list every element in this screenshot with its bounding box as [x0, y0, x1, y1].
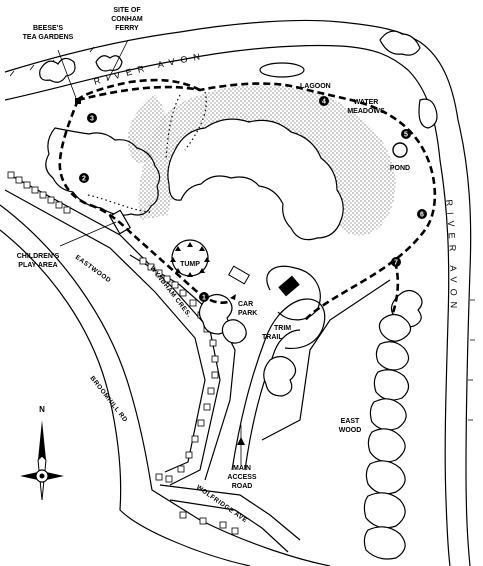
svg-text:ACCESS: ACCESS [227, 474, 257, 481]
lagoon [259, 62, 305, 78]
label-main-access: MAIN ACCESS ROAD [227, 465, 257, 490]
svg-text:MAIN: MAIN [233, 465, 251, 472]
dotted-footpath [87, 91, 207, 213]
waypoint-1[interactable]: 1 [199, 292, 209, 302]
svg-text:CAR: CAR [238, 301, 253, 308]
svg-text:CHILDREN'S: CHILDREN'S [17, 253, 60, 260]
svg-text:4: 4 [322, 99, 326, 106]
wolfridge-ave [159, 484, 301, 541]
broomhill-road-edge-outer [0, 204, 331, 566]
svg-text:2: 2 [82, 176, 86, 183]
svg-text:BEESE'S: BEESE'S [33, 25, 63, 32]
waypoint-2[interactable]: 2 [79, 173, 89, 183]
label-trim-trail: TRIM TRAIL [262, 325, 291, 341]
beeses-marker [75, 98, 81, 104]
park-boundary [261, 279, 391, 441]
svg-text:3: 3 [90, 116, 94, 123]
access-arrow [237, 437, 245, 445]
car-park-bay [278, 275, 300, 297]
carpark-trees-2 [221, 319, 247, 344]
svg-text:N: N [39, 405, 45, 414]
broomhill-road-edge-inner [0, 229, 251, 566]
svg-text:WATER: WATER [354, 99, 379, 106]
main-access-road [231, 298, 326, 471]
north-arrow: N [20, 405, 64, 501]
road-broomhill: BROOMHILL RD [88, 375, 128, 424]
river-label-side: RIVER AVON [444, 199, 459, 314]
svg-text:7: 7 [394, 260, 398, 267]
svg-text:5: 5 [404, 132, 408, 139]
svg-text:EAST: EAST [341, 418, 360, 425]
riverside-trees [39, 30, 438, 129]
svg-text:PARK: PARK [238, 310, 257, 317]
main-access-road-inner [244, 329, 301, 471]
road-eastwood: EASTWOOD [74, 254, 112, 285]
label-childrens-play: CHILDREN'S PLAY AREA [17, 253, 60, 269]
svg-text:SITE OF: SITE OF [113, 7, 141, 14]
svg-text:FERRY: FERRY [115, 25, 139, 32]
eastwood-road-inner [4, 189, 206, 473]
pond [392, 142, 408, 158]
trim-trail-loop [266, 265, 321, 321]
trim-trail-trees [263, 355, 297, 397]
east-wood-trees [363, 289, 423, 560]
svg-text:PLAY AREA: PLAY AREA [18, 262, 57, 269]
river-bank-north [4, 19, 472, 566]
svg-text:1: 1 [202, 295, 206, 302]
waypoint-4[interactable]: 4 [319, 96, 329, 106]
label-car-park: CAR PARK [238, 301, 257, 317]
central-wood-arc [167, 118, 344, 241]
small-copse [128, 95, 167, 164]
svg-text:ROAD: ROAD [232, 483, 253, 490]
label-ferry: SITE OF CONHAM FERRY [111, 7, 143, 32]
waypoint-3[interactable]: 3 [87, 113, 97, 123]
housing-blocks [7, 171, 239, 535]
svg-text:MEADOWS: MEADOWS [347, 108, 385, 115]
walking-trail [58, 78, 437, 321]
tump [170, 239, 210, 277]
label-east-wood: EAST WOOD [339, 418, 362, 434]
label-beeses: BEESE'S TEA GARDENS [23, 25, 74, 41]
label-water-meadows: WATER MEADOWS [347, 99, 385, 115]
wyndham-crescent [129, 254, 236, 481]
wolfridge-ave-inner [169, 499, 289, 553]
svg-text:CONHAM: CONHAM [111, 16, 143, 23]
waypoint-7[interactable]: 7 [391, 257, 401, 267]
car-park-arrow [230, 294, 236, 300]
car-park-bay-2 [228, 265, 250, 285]
svg-text:6: 6 [420, 212, 424, 219]
label-pond: POND [390, 165, 410, 172]
svg-text:TRAIL: TRAIL [262, 334, 283, 341]
waypoint-markers: 1 2 3 4 5 6 7 [79, 96, 427, 302]
waypoint-6[interactable]: 6 [417, 209, 427, 219]
leader-lines [57, 39, 242, 465]
svg-text:WOOD: WOOD [339, 427, 362, 434]
svg-text:TRIM: TRIM [274, 325, 291, 332]
svg-text:TEA GARDENS: TEA GARDENS [23, 34, 74, 41]
label-lagoon: LAGOON [300, 83, 331, 90]
label-tump: TUMP [180, 261, 200, 268]
waypoint-5[interactable]: 5 [401, 129, 411, 139]
